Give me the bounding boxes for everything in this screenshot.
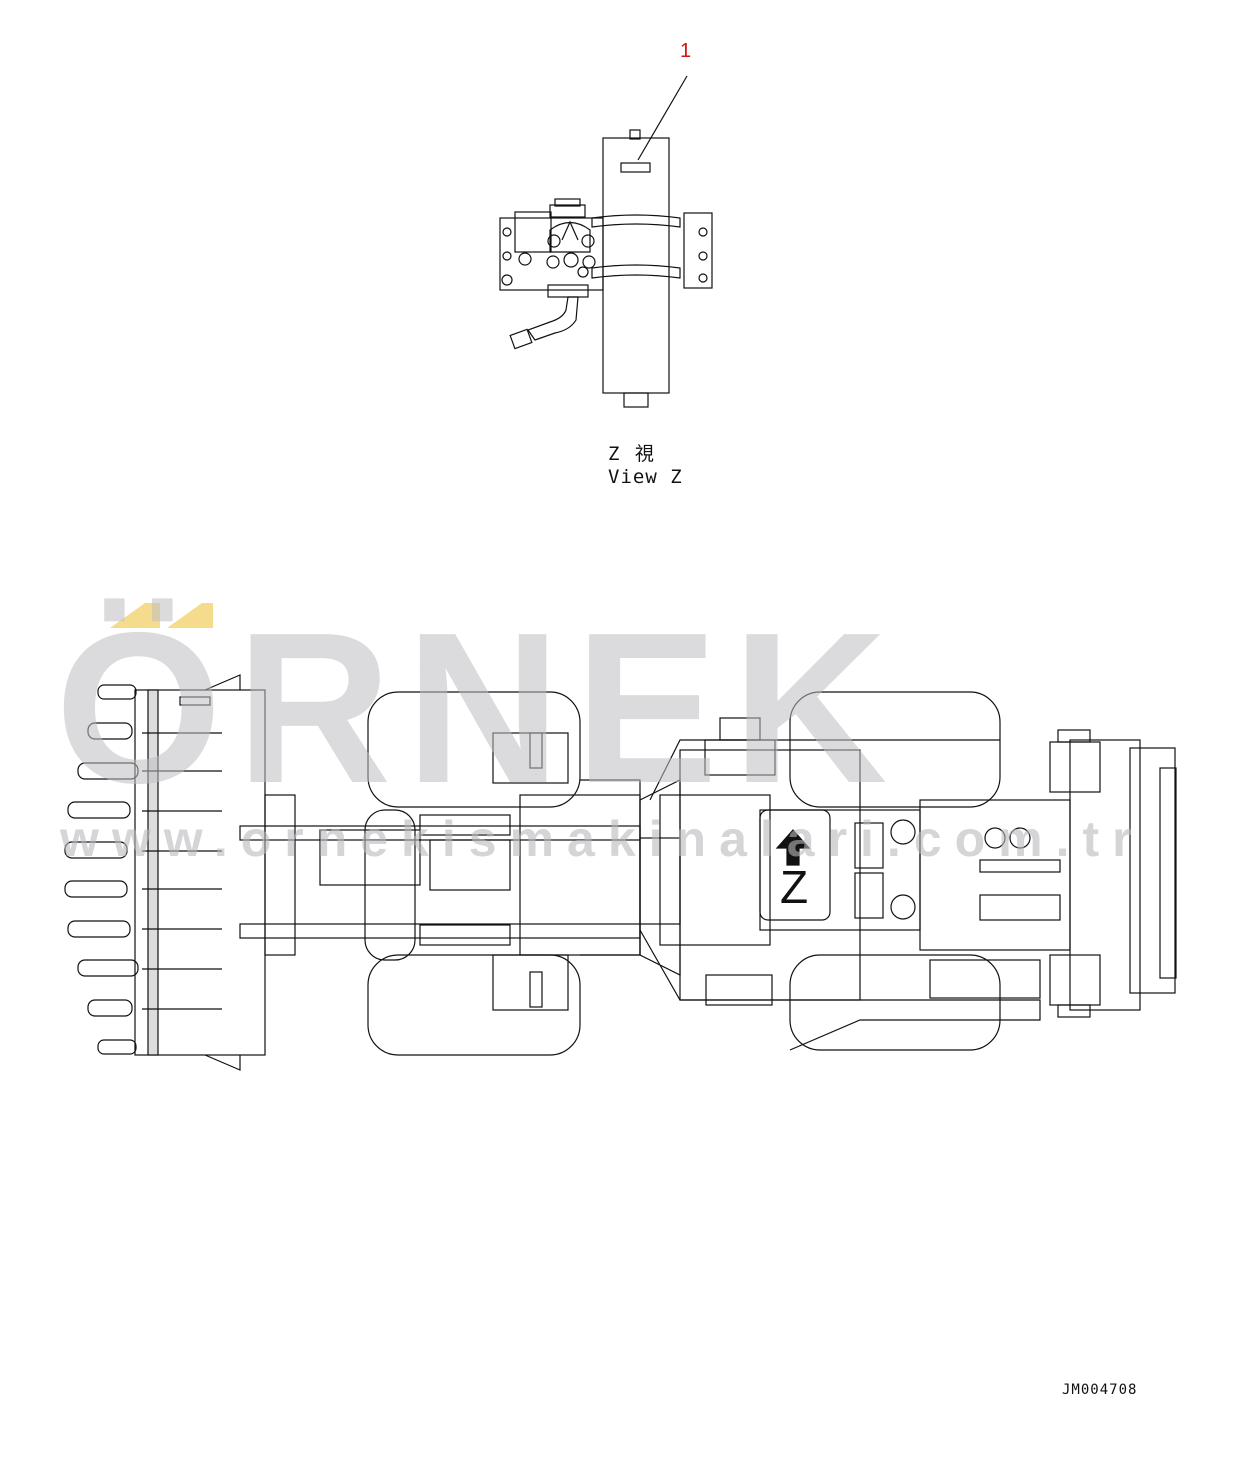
view-title-japanese: Z 視 [608, 443, 656, 465]
callout-leader-line [637, 75, 688, 161]
view-z-detail [499, 75, 713, 408]
view-z-arrow [775, 829, 811, 866]
watermark-accent-left [110, 603, 160, 628]
watermark-brand: ÖRNEK [55, 587, 902, 828]
rear-tire-right [789, 954, 1001, 1051]
front-tire-right [367, 954, 581, 1056]
rear-tire-left [789, 691, 1001, 808]
watermark-accent-right [167, 603, 213, 628]
view-title-english: View Z [608, 466, 683, 488]
view-z-marker-letter: Z [780, 861, 809, 913]
watermark-url: www.ornekismakinalari.com.tr [60, 811, 1145, 867]
wheel-loader-top-view [64, 674, 1177, 1071]
front-tire-left [367, 691, 581, 808]
cab-roof [659, 794, 771, 946]
drawing-code: JM004708 [1062, 1382, 1138, 1398]
callout-number: 1 [680, 40, 692, 62]
bucket-teeth [64, 684, 139, 1055]
filter-label-plate [620, 162, 651, 173]
